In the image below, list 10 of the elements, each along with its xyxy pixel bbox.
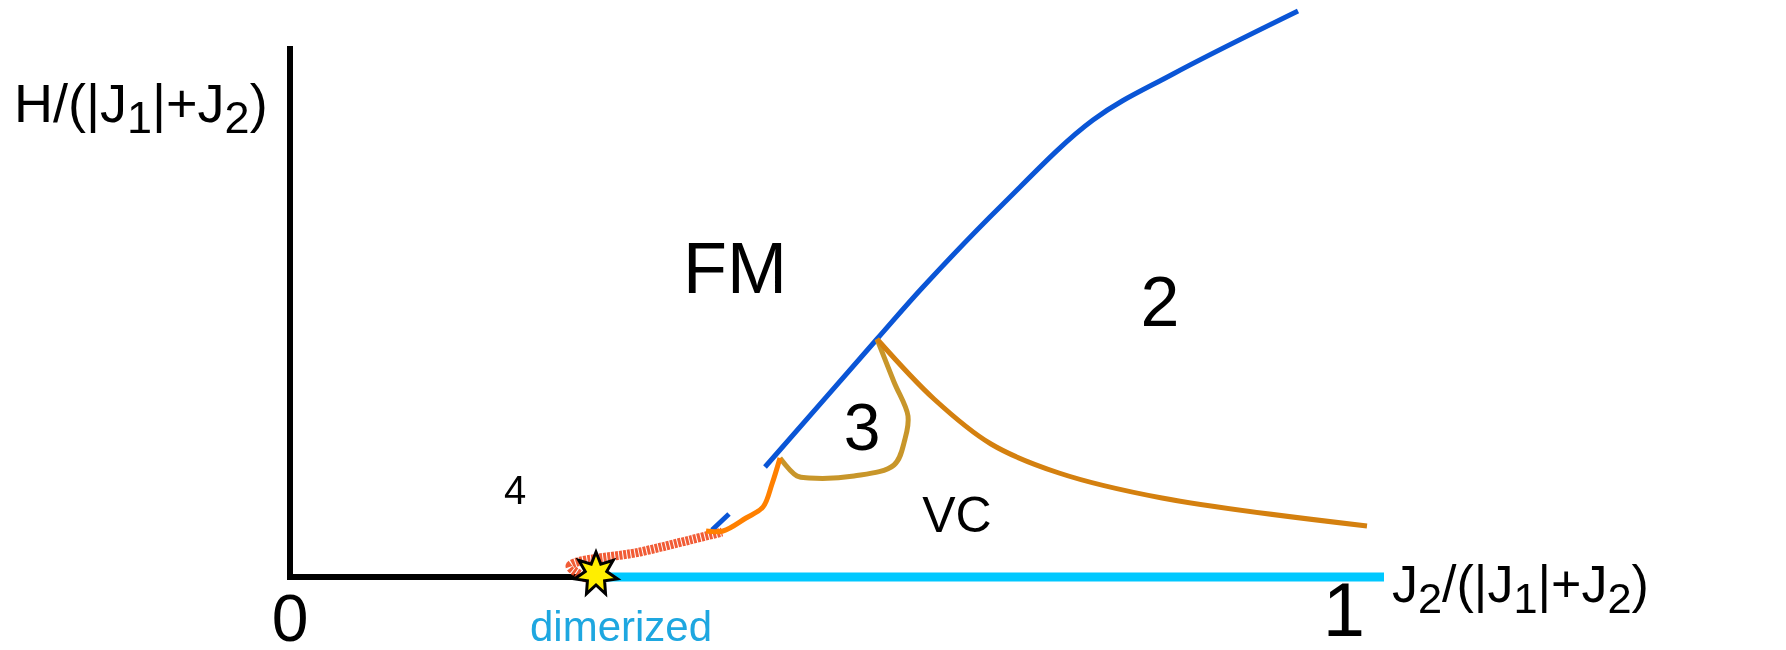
axis-label: H/(|J$_{1}$|+J$_{2}$) (14, 75, 268, 141)
phase-label: 4 (503, 470, 527, 510)
phase-label: FM (683, 232, 787, 304)
tick-label: 1 (1322, 572, 1366, 648)
phase-label: VC (922, 490, 992, 540)
phase-label: 3 (843, 394, 881, 460)
phase-label: dimerized (529, 606, 713, 648)
phase-label: 2 (1140, 267, 1180, 337)
tick-label: 0 (271, 585, 309, 650)
axis-label: J$_{2}$/(|J$_{1}$|+J$_{2}$) (1392, 557, 1649, 621)
